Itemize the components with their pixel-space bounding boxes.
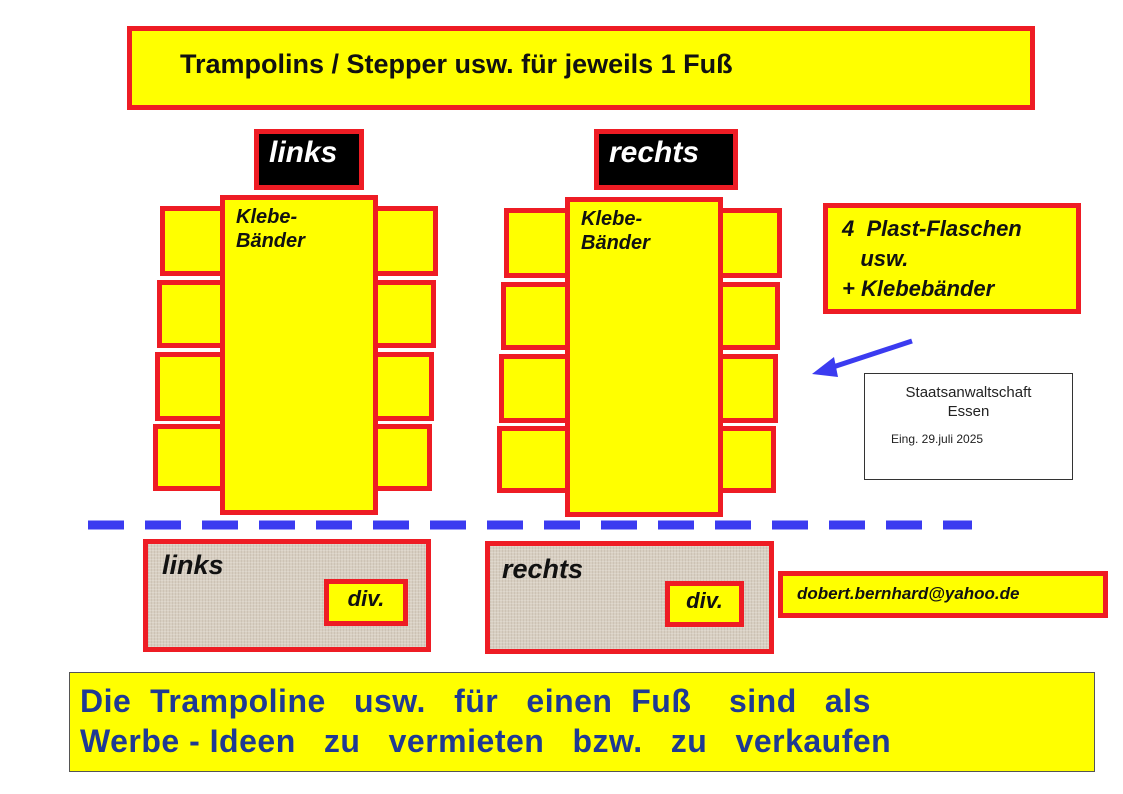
bottom-right-div-box: div. (665, 581, 744, 627)
left-bottle-2 (157, 280, 226, 348)
left-bottle-4 (153, 424, 226, 491)
right-bottle-6 (717, 282, 780, 350)
right-bottle-1 (504, 208, 570, 278)
title-text: Trampolins / Stepper usw. für jeweils 1 … (180, 49, 733, 79)
footer-line-1: Die Trampoline usw. für einen Fuß sind a… (80, 683, 871, 719)
left-label-box: links (254, 129, 364, 190)
footer-line-2: Werbe - Ideen zu vermieten bzw. zu verka… (80, 723, 892, 759)
bottom-left-div-label: div. (347, 586, 385, 611)
left-tape-board: Klebe- Bänder (220, 195, 378, 515)
info-text: 4 Plast-Flaschen usw. + Klebebänder (842, 216, 1022, 301)
left-bottle-3 (155, 352, 226, 421)
left-bottle-1 (160, 206, 226, 276)
right-label-box: rechts (594, 129, 738, 190)
stamp-line-3: Eing. 29.juli 2025 (891, 432, 984, 446)
left-tape-label: Klebe- Bänder (236, 206, 305, 252)
info-box: 4 Plast-Flaschen usw. + Klebebänder (823, 203, 1081, 314)
bottom-left-label: links (162, 550, 224, 580)
bottom-left-div-box: div. (324, 579, 408, 626)
bottom-left-box: links div. (143, 539, 431, 652)
left-label-text: links (269, 136, 338, 169)
email-box: dobert.bernhard@yahoo.de (778, 571, 1108, 618)
title-box: Trampolins / Stepper usw. für jeweils 1 … (127, 26, 1035, 110)
footer-box: Die Trampoline usw. für einen Fuß sind a… (69, 672, 1095, 772)
right-bottle-8 (717, 426, 776, 493)
bottom-right-label: rechts (502, 554, 584, 584)
stamp-line-2: Essen (947, 403, 990, 420)
stamp-line-1: Staatsanwaltschaft (905, 384, 1032, 401)
bottom-right-div-label: div. (686, 588, 723, 613)
bottom-right-box: rechts div. (485, 541, 774, 654)
email-text: dobert.bernhard@yahoo.de (797, 584, 1020, 603)
right-bottle-5 (717, 208, 782, 278)
right-tape-board: Klebe- Bänder (565, 197, 723, 517)
right-label-text: rechts (609, 136, 700, 169)
stamp-box: Staatsanwaltschaft Essen Eing. 29.juli 2… (864, 373, 1073, 480)
right-tape-label: Klebe- Bänder (581, 208, 650, 254)
arrow-icon (812, 338, 913, 377)
